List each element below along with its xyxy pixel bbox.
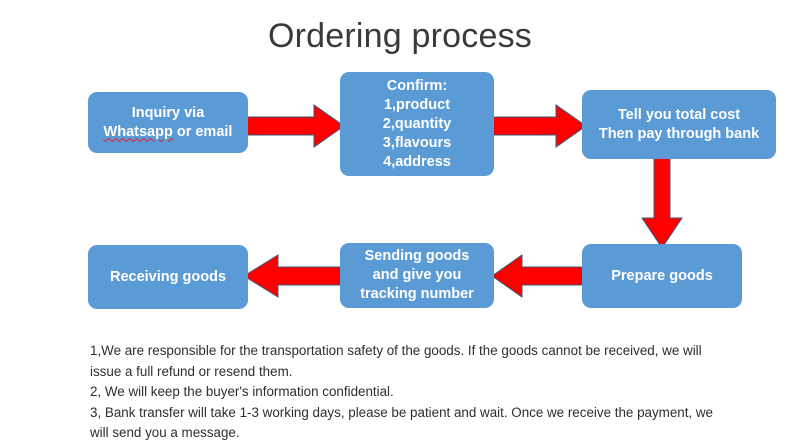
node-line: tracking number <box>360 286 474 302</box>
process-node-confirm[interactable]: Confirm: 1,product 2,quantity 3,flavours… <box>340 72 494 176</box>
terms-note-2: 2, We will keep the buyer's information … <box>90 384 394 399</box>
arrow-right-icon <box>245 104 345 148</box>
node-line: Whatsapp or email <box>94 123 242 142</box>
node-line-rest: or email <box>172 123 233 140</box>
process-node-total-cost[interactable]: Tell you total cost Then pay through ban… <box>582 90 776 159</box>
terms-note-1: 1,We are responsible for the transportat… <box>90 343 702 379</box>
node-text: Confirm: 1,product 2,quantity 3,flavours… <box>340 77 494 172</box>
node-line: Tell you total cost <box>617 106 741 123</box>
node-line: 3,flavours <box>382 134 452 151</box>
node-text: Sending goods and give you tracking numb… <box>340 247 494 304</box>
spellcheck-word: Whatsapp <box>103 123 173 140</box>
node-text: Prepare goods <box>582 267 742 286</box>
terms-notes: 1,We are responsible for the transportat… <box>90 341 730 444</box>
node-line: Sending goods <box>364 248 470 264</box>
node-line: Receiving goods <box>109 268 227 285</box>
arrow-right-icon <box>491 104 587 148</box>
node-text: Tell you total cost Then pay through ban… <box>582 106 776 144</box>
node-line: 1,product <box>383 96 451 113</box>
process-node-receiving-goods[interactable]: Receiving goods <box>88 245 248 309</box>
node-line: 4,address <box>383 153 451 170</box>
node-line: Prepare goods <box>611 267 713 284</box>
arrow-left-icon <box>491 254 587 298</box>
node-line: Inquiry via <box>131 104 205 121</box>
page-title: Ordering process <box>268 17 532 55</box>
node-line: Confirm: <box>386 77 448 94</box>
node-line: Then pay through bank <box>598 125 760 142</box>
process-node-sending-goods[interactable]: Sending goods and give you tracking numb… <box>340 243 494 308</box>
node-text: Receiving goods <box>88 268 248 287</box>
arrow-down-icon <box>640 155 684 249</box>
arrow-left-icon <box>243 254 345 298</box>
process-node-prepare-goods[interactable]: Prepare goods <box>582 244 742 308</box>
process-node-inquiry[interactable]: Inquiry via Whatsapp or email <box>88 92 248 153</box>
node-text: Inquiry via Whatsapp or email <box>88 104 248 142</box>
terms-note-3: 3, Bank transfer will take 1-3 working d… <box>90 404 713 441</box>
node-line: 2,quantity <box>382 115 452 132</box>
node-line: and give you <box>372 267 462 283</box>
